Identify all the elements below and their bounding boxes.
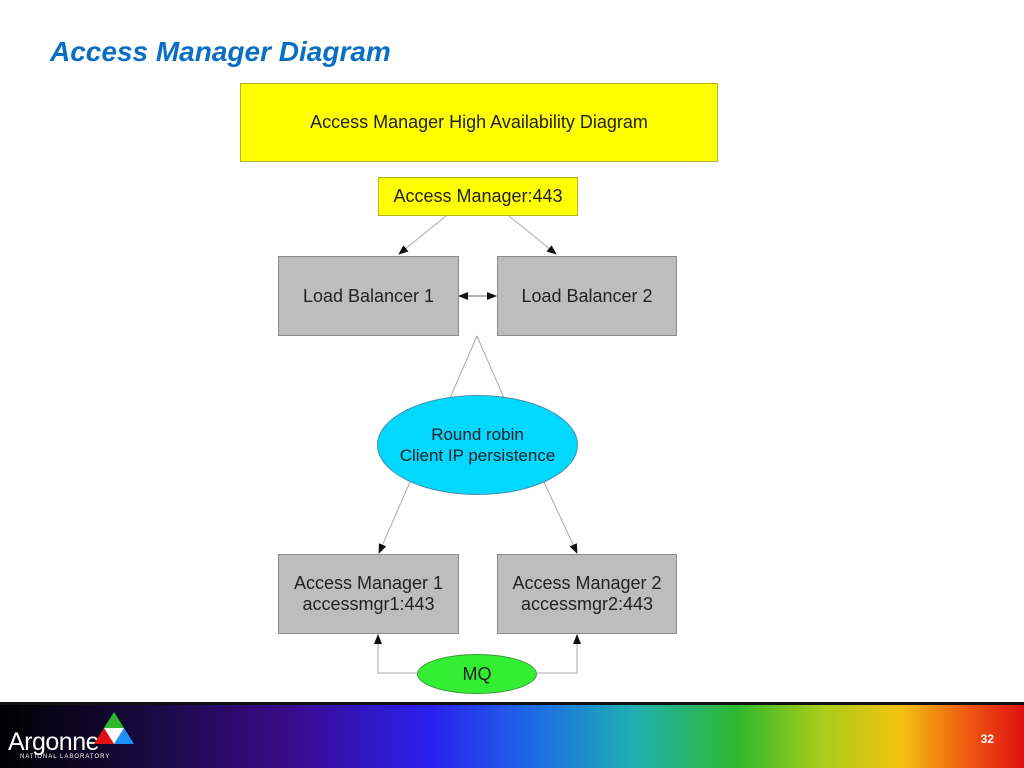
connector-entry-to-lb1 [398,215,447,255]
argonne-logo-icon [94,712,134,744]
load-balancer-1-box: Load Balancer 1 [278,256,459,336]
connector-lb-to-policy-left [449,335,478,399]
policy-line-2: Client IP persistence [399,446,556,465]
page-number: 32 [980,732,994,746]
message-queue-label: MQ [462,663,492,684]
footer-divider [0,702,1024,705]
connector-policy-to-am2 [543,481,578,554]
access-manager-2-box: Access Manager 2 accessmgr2:443 [497,554,677,634]
access-manager-2-host: accessmgr2:443 [520,594,654,614]
entry-point-box: Access Manager:443 [378,177,578,216]
access-manager-2-name: Access Manager 2 [512,573,662,593]
access-manager-1-box: Access Manager 1 accessmgr1:443 [278,554,459,634]
argonne-logo-subtext: NATIONAL LABORATORY [20,754,111,760]
connector-entry-to-lb2 [508,215,557,255]
load-balancer-2-label: Load Balancer 2 [521,285,653,306]
slide-title: Access Manager Diagram [50,36,391,67]
access-manager-1-name: Access Manager 1 [293,573,444,593]
connector-lb-to-policy-right [476,335,505,399]
access-manager-1-host: accessmgr1:443 [302,594,435,614]
diagram-header-box: Access Manager High Availability Diagram [240,83,718,162]
policy-ellipse: Round robin Client IP persistence [377,395,578,495]
policy-line-1: Round robin [431,425,524,444]
entry-point-label: Access Manager:443 [393,186,563,206]
connector-mq-to-am2 [537,634,581,674]
connector-mq-to-am1 [374,634,417,674]
connector-policy-to-am1 [378,481,411,554]
load-balancer-1-label: Load Balancer 1 [302,285,435,306]
message-queue-ellipse: MQ [417,654,537,694]
footer-bar: Argonne NATIONAL LABORATORY 32 [0,702,1024,768]
argonne-logo-text: Argonne [8,728,100,756]
load-balancer-2-box: Load Balancer 2 [497,256,677,336]
diagram-header-label: Access Manager High Availability Diagram [310,112,648,132]
